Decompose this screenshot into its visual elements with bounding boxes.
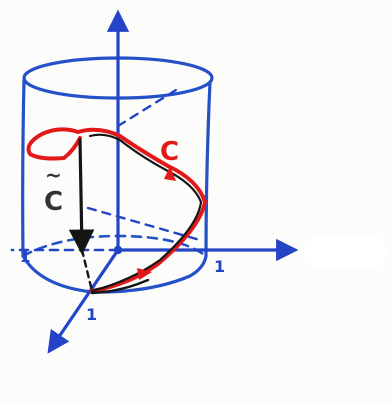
tick-label-left: 1 (20, 248, 30, 266)
curve-c-tilde (68, 138, 95, 293)
tick-label-x: 1 (86, 305, 97, 324)
cylinder-left-side (21, 78, 26, 258)
curve-c-arrow-lower (137, 268, 152, 280)
cylinder-bottom-front (21, 254, 208, 294)
blank-patch (304, 236, 386, 268)
curve-c-lower-dark (90, 278, 150, 295)
x-axis (47, 248, 120, 354)
cylinder-right-side (204, 80, 212, 258)
label-c-tilde: C (44, 187, 63, 217)
curve-c-red-path (26, 127, 207, 293)
hidden-diagonal-top (116, 88, 178, 128)
tick-label-y: 1 (214, 257, 225, 276)
label-c: C (160, 137, 179, 167)
curve-c-tilde-base (80, 248, 94, 293)
axes (10, 9, 299, 354)
hidden-diagonal-mid (86, 206, 202, 242)
origin-point (113, 245, 123, 255)
curve-c (26, 127, 207, 295)
curve-c-arrow-upper (164, 166, 176, 181)
curve-c-dark-path (88, 133, 203, 293)
curve-c-tilde-line (68, 138, 95, 256)
label-c-tilde-mark: ~ (45, 163, 62, 187)
